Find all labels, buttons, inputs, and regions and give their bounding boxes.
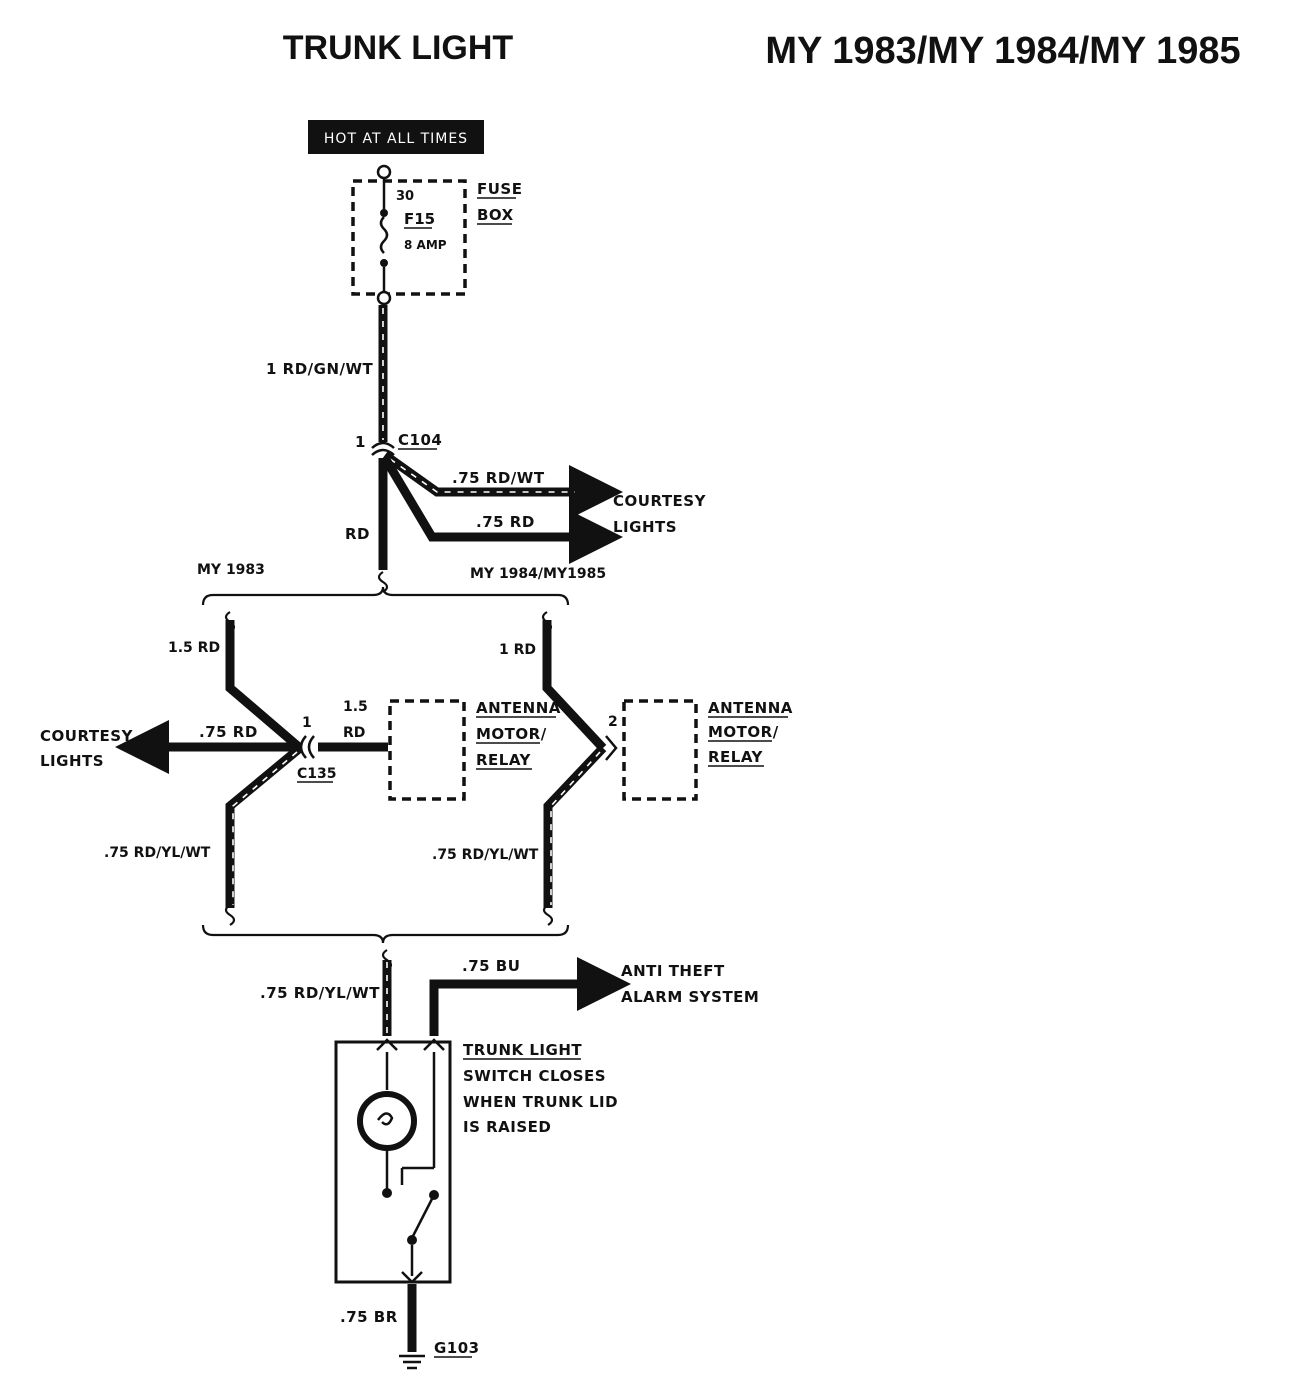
diagram-title: TRUNK LIGHT xyxy=(283,29,514,67)
c135-pin: 1 xyxy=(302,715,312,731)
hot-at-all-times-label: HOT AT ALL TIMES xyxy=(308,120,484,154)
svg-text:LIGHTS: LIGHTS xyxy=(613,518,677,536)
fuse-id: F15 xyxy=(404,210,435,228)
my1983-out-label: .75 RD/YL/WT xyxy=(104,845,211,861)
courtesy-feed-2-label: .75 RD xyxy=(476,513,535,531)
antenna-relay-1-label: ANTENNA xyxy=(476,699,561,717)
switch-contact-icon xyxy=(410,1194,436,1239)
svg-text:LIGHTS: LIGHTS xyxy=(40,752,104,770)
switch-feed-label: .75 RD/YL/WT xyxy=(260,984,380,1002)
courtesy-feed-1-label: .75 RD/WT xyxy=(452,469,545,487)
svg-text:ALARM SYSTEM: ALARM SYSTEM xyxy=(621,988,759,1006)
fuse-terminal: 30 xyxy=(396,189,414,204)
switch-note: TRUNK LIGHT xyxy=(463,1041,582,1059)
svg-text:BOX: BOX xyxy=(477,206,514,224)
c135-connector xyxy=(299,735,307,759)
fuse-box: 30 F15 8 AMP FUSE BOX xyxy=(351,164,522,306)
my1983-antenna-label-1: 1.5 xyxy=(343,699,368,715)
branch-brace-bottom xyxy=(201,924,570,944)
alarm-feed-label: .75 BU xyxy=(462,957,520,975)
courtesy-feed-wires xyxy=(381,451,623,564)
branch-brace-top xyxy=(201,586,570,606)
my1984-out-label: .75 RD/YL/WT xyxy=(432,847,539,863)
courtesy-lights-left: COURTESY xyxy=(40,727,134,745)
fuse-box-label: FUSE xyxy=(477,180,522,198)
svg-text:WHEN TRUNK LID: WHEN TRUNK LID xyxy=(463,1093,618,1111)
svg-text:RELAY: RELAY xyxy=(476,751,532,769)
antenna-relay-1 xyxy=(388,699,466,801)
my1984-in-label: 1 RD xyxy=(499,642,536,658)
c104-connector xyxy=(371,441,395,456)
c104-label: C104 xyxy=(398,431,442,449)
svg-text:HOT AT ALL TIMES: HOT AT ALL TIMES xyxy=(324,131,468,147)
antenna-relay-2-label: ANTENNA xyxy=(708,699,793,717)
branch-my1984-1985: MY 1984/MY1985 xyxy=(470,566,606,582)
red-trunk-wire xyxy=(377,458,389,593)
bulb-icon xyxy=(357,1091,417,1151)
branch-my1983: MY 1983 xyxy=(197,562,265,578)
switch-feed-wires xyxy=(376,949,631,1051)
fuse-icon xyxy=(379,216,389,254)
my1983-wiring xyxy=(115,611,388,926)
svg-text:IS RAISED: IS RAISED xyxy=(463,1118,551,1136)
svg-text:RELAY: RELAY xyxy=(708,748,764,766)
trunk-light-switch-assembly xyxy=(334,1040,452,1284)
c135-label: C135 xyxy=(297,766,337,782)
svg-text:SWITCH CLOSES: SWITCH CLOSES xyxy=(463,1067,606,1085)
relay-pin: 2 xyxy=(608,714,618,730)
ground-wire-label: .75 BR xyxy=(340,1308,398,1326)
svg-text:MOTOR/: MOTOR/ xyxy=(476,725,547,743)
c104-pin: 1 xyxy=(355,433,366,451)
my1983-in-label: 1.5 RD xyxy=(168,640,220,656)
svg-text:MOTOR/: MOTOR/ xyxy=(708,723,779,741)
antenna-relay-2 xyxy=(622,699,698,801)
ground-id: G103 xyxy=(434,1339,480,1357)
anti-theft-alarm: ANTI THEFT xyxy=(621,962,725,980)
courtesy-lights-top: COURTESY xyxy=(613,492,707,510)
red-trunk-label: RD xyxy=(345,525,370,543)
my1984-wiring xyxy=(541,611,618,926)
ground-icon xyxy=(399,1354,425,1370)
fuse-rating: 8 AMP xyxy=(404,238,447,252)
my1983-courtesy-label: .75 RD xyxy=(199,723,258,741)
svg-text:RD: RD xyxy=(343,725,365,741)
main-feed-label: 1 RD/GN/WT xyxy=(266,360,374,378)
model-years-title: MY 1983/MY 1984/MY 1985 xyxy=(765,30,1240,72)
